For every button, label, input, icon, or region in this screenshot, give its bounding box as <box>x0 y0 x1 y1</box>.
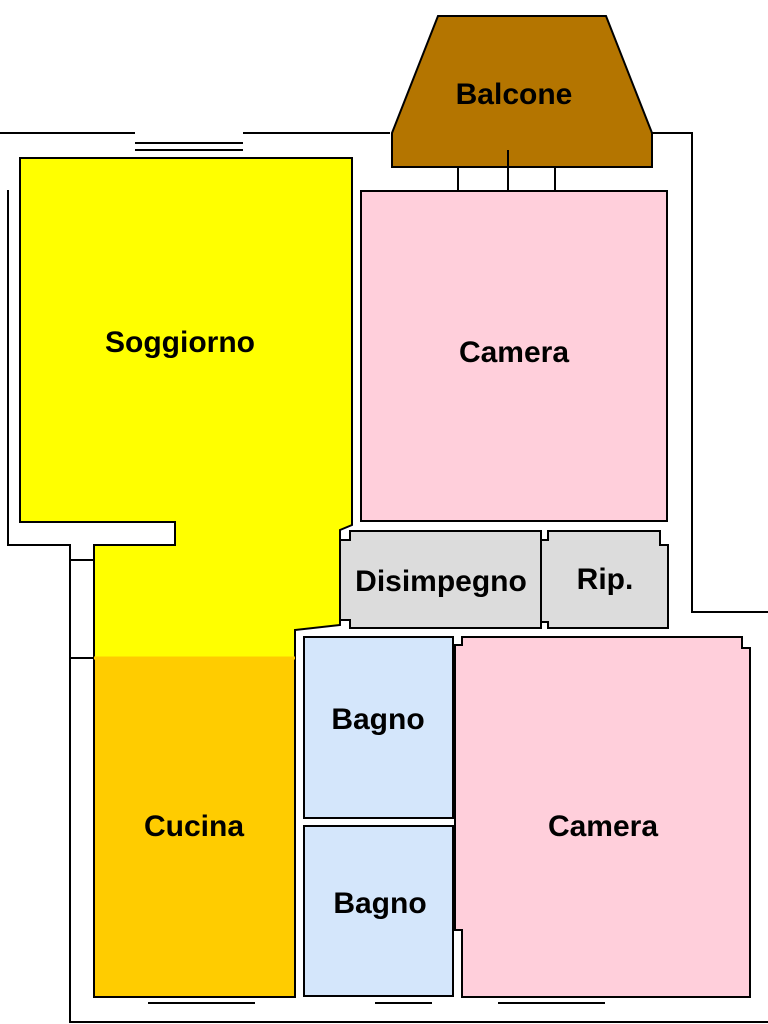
bagno-top-area <box>303 636 454 819</box>
room-cucina: Cucina <box>93 656 296 998</box>
room-camera-top: Camera <box>360 190 668 522</box>
bagno-top-label: Bagno <box>331 703 424 736</box>
bagno-bottom-area <box>303 825 454 997</box>
room-camera-bottom: Camera <box>454 636 751 998</box>
balcone-label: Balcone <box>456 78 573 111</box>
room-ripostiglio: Rip. <box>540 530 669 629</box>
ripostiglio-label: Rip. <box>577 563 634 596</box>
room-disimpegno: Disimpegno <box>339 530 542 629</box>
walls <box>0 132 768 1023</box>
soggiorno-label: Soggiorno <box>105 326 255 359</box>
bagno-bottom-label: Bagno <box>333 887 426 920</box>
room-balcone: Balcone <box>391 15 653 209</box>
camera-top-area <box>360 190 668 522</box>
camera-top-label: Camera <box>459 336 569 369</box>
room-soggiorno: Soggiorno <box>19 157 353 659</box>
cucina-label: Cucina <box>144 810 244 843</box>
camera-bottom-label: Camera <box>548 810 658 843</box>
disimpegno-label: Disimpegno <box>355 565 527 598</box>
outer-wall-top-right <box>652 132 768 613</box>
camera-bottom-area <box>454 636 751 998</box>
ripostiglio-area <box>540 530 669 629</box>
outer-wall-left <box>7 190 768 1023</box>
room-bagno-bottom: Bagno <box>303 825 454 997</box>
room-bagno-top: Bagno <box>303 636 454 819</box>
balcone-area <box>391 15 653 168</box>
